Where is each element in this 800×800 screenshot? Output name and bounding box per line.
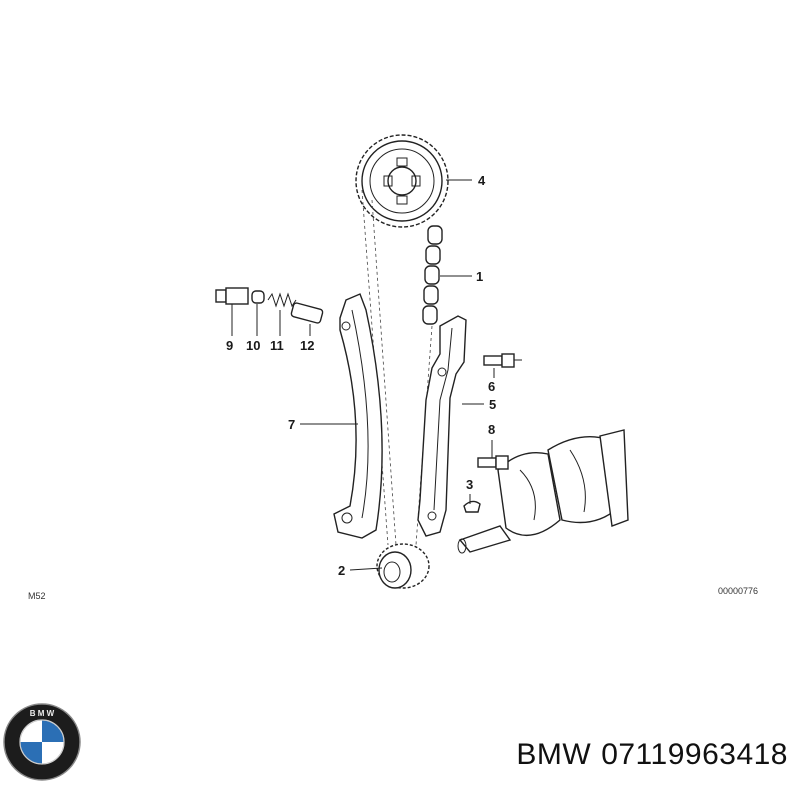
callout-9: 9 [226, 338, 233, 353]
callout-7: 7 [288, 417, 295, 432]
svg-text:B M W: B M W [30, 709, 55, 718]
bolt-upper [483, 353, 522, 368]
callout-11: 11 [270, 338, 284, 353]
part-label: BMW 07119963418 [516, 738, 788, 772]
crankshaft [457, 429, 629, 554]
callout-5: 5 [489, 397, 496, 412]
callout-8: 8 [488, 422, 495, 437]
brand-name: BMW [516, 738, 592, 771]
callout-3: 3 [466, 477, 473, 492]
part-number: 07119963418 [601, 738, 788, 771]
diagram-number: 00000776 [718, 586, 758, 596]
callout-1: 1 [476, 269, 483, 284]
bmw-logo: B M W [3, 703, 81, 781]
callout-4: 4 [478, 173, 486, 188]
camshaft-sprocket [355, 134, 449, 228]
tensioner-rail [333, 293, 383, 539]
guide-rail [417, 315, 467, 537]
engine-code: M52 [28, 591, 46, 601]
chain-tensioner-assembly [215, 287, 324, 324]
callout-10: 10 [246, 338, 260, 353]
woodruff-key [463, 500, 481, 513]
footer: B M W BMW 07119963418 [0, 700, 800, 800]
callout-12: 12 [300, 338, 314, 353]
bolt-lower [477, 455, 509, 470]
callout-2: 2 [338, 563, 345, 578]
callout-6: 6 [488, 379, 495, 394]
crankshaft-sprocket [376, 543, 430, 589]
timing-chain [361, 189, 443, 546]
